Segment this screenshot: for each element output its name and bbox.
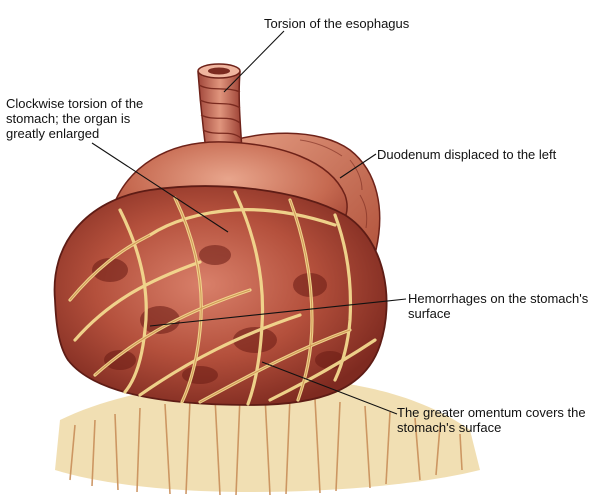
- omentum-fringe: [55, 378, 480, 496]
- leader-hemorrhage: [149, 298, 407, 327]
- leader-omentum: [261, 361, 398, 415]
- label-greater-omentum: The greater omentum covers the stomach's…: [397, 405, 586, 435]
- esophagus: [197, 63, 243, 151]
- leader-duodenum: [339, 153, 377, 179]
- leader-lines: [91, 30, 407, 415]
- label-clockwise-torsion: Clockwise torsion of the stomach; the or…: [6, 96, 144, 141]
- leader-esophagus: [223, 30, 285, 93]
- label-duodenum: Duodenum displaced to the left: [377, 147, 557, 162]
- label-hemorrhages: Hemorrhages on the stomach's surface: [408, 291, 589, 321]
- omentum-net-outline: [69, 197, 351, 403]
- leader-torsion: [91, 142, 229, 233]
- label-esophagus-torsion: Torsion of the esophagus: [264, 16, 410, 31]
